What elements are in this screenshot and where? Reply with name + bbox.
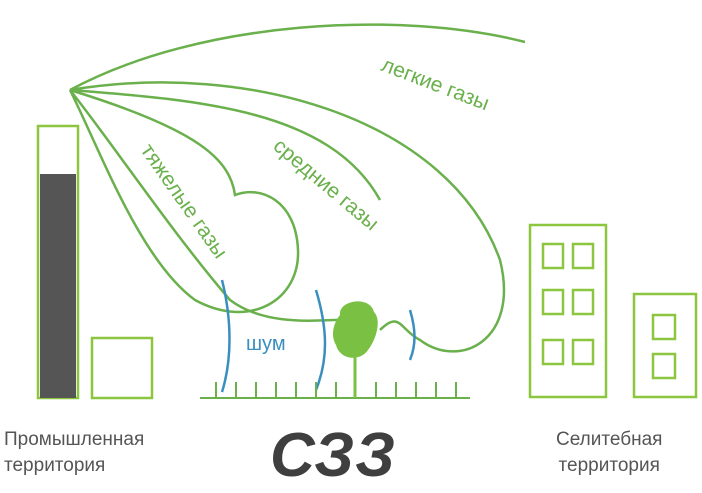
industrial-zone-caption: Промышленная территория bbox=[4, 427, 144, 479]
light-gases-label: легкие газы bbox=[378, 53, 492, 115]
factory-building bbox=[90, 336, 154, 400]
residential-building-tall bbox=[528, 223, 608, 399]
medium-gases-label: средние газы bbox=[269, 134, 383, 235]
noise-wave-3 bbox=[408, 309, 416, 361]
gas-plumes bbox=[68, 23, 526, 353]
noise-waves bbox=[220, 279, 416, 393]
sanitary-zone-title: СЗЗ bbox=[270, 421, 396, 490]
residential-building-small bbox=[632, 292, 698, 399]
residential-zone-caption: Селитебная территория bbox=[556, 427, 662, 479]
industrial-zone-line1: Промышленная bbox=[4, 429, 145, 450]
ground-fence bbox=[200, 382, 470, 399]
noise-label: шум bbox=[246, 333, 286, 355]
heavy-gas-plume bbox=[68, 88, 300, 314]
tree-crown bbox=[333, 301, 378, 358]
noise-wave-1 bbox=[220, 279, 231, 393]
tree bbox=[333, 301, 378, 398]
industrial-zone-line2: территория bbox=[4, 455, 106, 476]
medium-gas-plume bbox=[69, 81, 506, 353]
chimney bbox=[36, 124, 80, 400]
heavy-gas-outer bbox=[69, 89, 351, 322]
chimney-fill bbox=[40, 174, 76, 398]
noise-wave-2 bbox=[314, 289, 327, 391]
residential-zone-line1: Селитебная bbox=[556, 429, 663, 450]
residential-zone-line2: территория bbox=[558, 455, 660, 476]
light-gas-plume bbox=[69, 23, 526, 92]
medium-gas-inner bbox=[69, 88, 382, 201]
